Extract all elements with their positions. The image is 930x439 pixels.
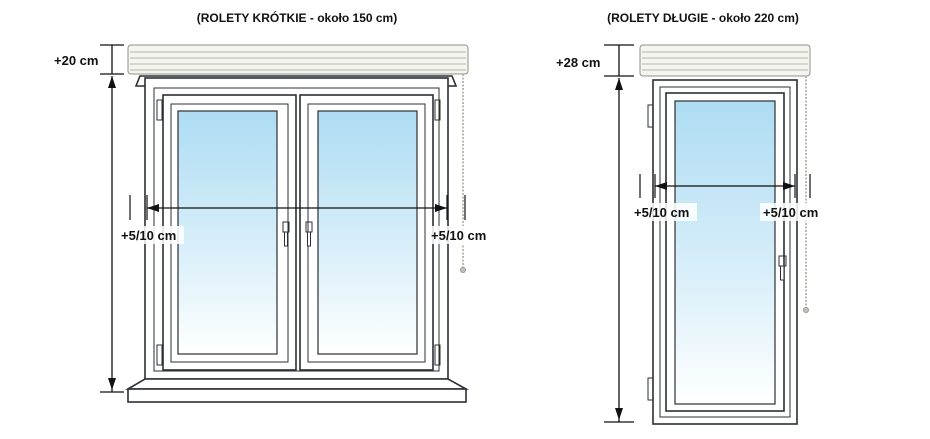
left-handle-icon — [282, 221, 290, 247]
short-width-dimension — [129, 195, 466, 220]
long-blind-chain — [803, 76, 810, 313]
short-right-margin-label: +5/10 cm — [431, 228, 486, 243]
short-blinds-diagram: (ROLETY KRÓTKIE - około 150 cm) — [54, 10, 494, 403]
door-handle-icon — [778, 255, 787, 281]
long-right-margin-label: +5/10 cm — [763, 205, 818, 220]
short-left-margin-label: +5/10 cm — [121, 228, 176, 243]
long-blinds-title: (ROLETY DŁUGIE - około 220 cm) — [607, 11, 799, 25]
long-blinds-diagram: (ROLETY DŁUGIE - około 220 cm) — [556, 11, 826, 425]
left-pane-glass — [177, 110, 278, 355]
long-width-dimension — [639, 174, 811, 198]
short-blinds-title: (ROLETY KRÓTKIE - około 150 cm) — [197, 10, 397, 25]
long-height-dimension — [604, 44, 634, 423]
right-pane-glass — [317, 110, 418, 355]
window-sill — [125, 378, 470, 390]
long-blind-roll — [639, 44, 811, 77]
long-top-offset-label: +28 cm — [556, 55, 600, 70]
right-handle-icon — [305, 221, 313, 247]
long-left-margin-label: +5/10 cm — [634, 205, 689, 220]
door-glass — [674, 100, 776, 405]
short-height-dimension — [100, 44, 124, 393]
short-top-offset-label: +20 cm — [54, 53, 98, 68]
short-blind-roll — [127, 44, 469, 75]
balcony-door — [647, 79, 798, 425]
double-window — [125, 75, 470, 403]
